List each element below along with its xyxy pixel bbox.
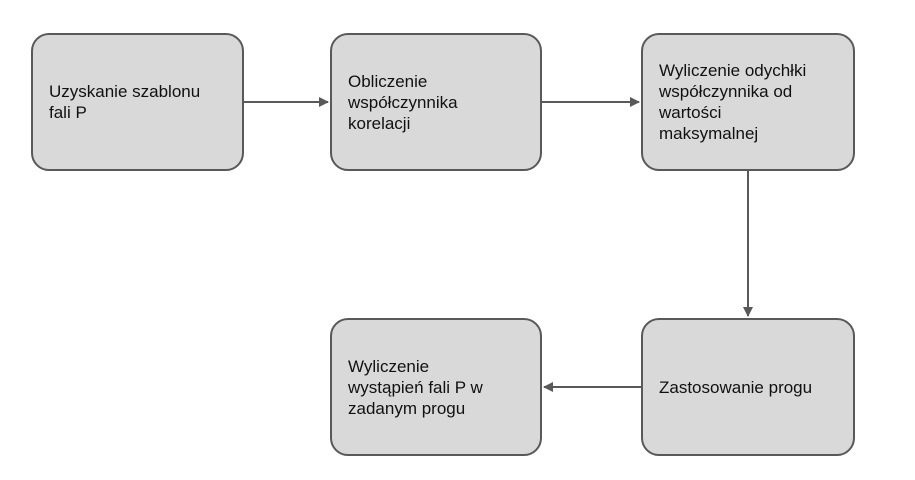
node-label: Wyliczenie odychłki współczynnika od war… <box>659 61 807 143</box>
node-label: Wyliczenie wystąpień fali P w zadanym pr… <box>348 356 483 418</box>
node-apply-threshold: Zastosowanie progu <box>641 318 855 456</box>
node-template-acquisition: Uzyskanie szablonu fali P <box>31 33 244 171</box>
node-correlation-coefficient: Obliczenie współczynnika korelacji <box>330 33 542 171</box>
node-label: Uzyskanie szablonu fali P <box>49 82 201 122</box>
node-deviation-calculation: Wyliczenie odychłki współczynnika od war… <box>641 33 855 171</box>
node-label: Zastosowanie progu <box>659 377 813 397</box>
node-label: Obliczenie współczynnika korelacji <box>348 71 458 133</box>
node-count-occurrences: Wyliczenie wystąpień fali P w zadanym pr… <box>330 318 542 456</box>
